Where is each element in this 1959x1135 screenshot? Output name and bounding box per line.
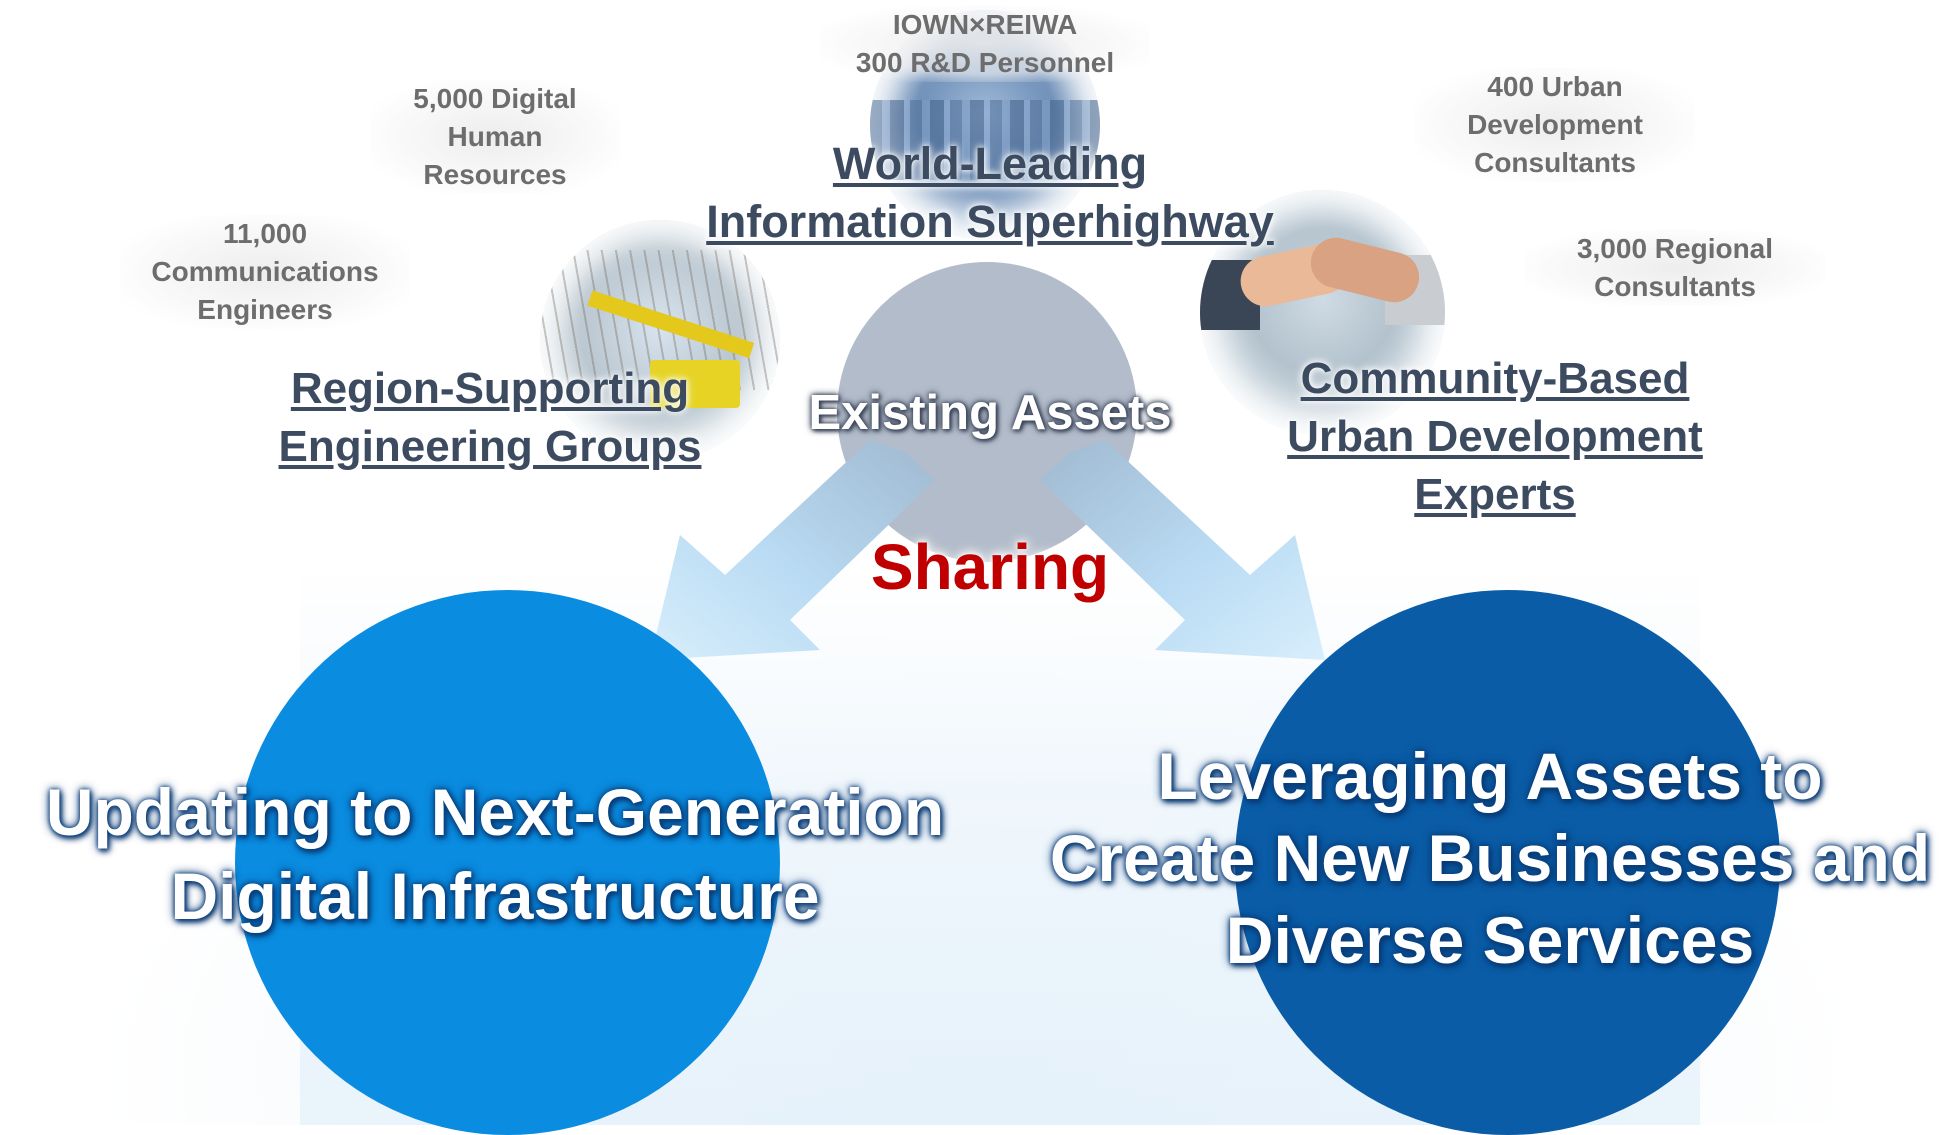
left-detail-2-line-2: Communications (151, 256, 379, 287)
left-detail-digital-human: 5,000 Digital Human Resources (370, 80, 620, 194)
outcome-right-line-2: Create New Businesses and (1049, 821, 1931, 895)
right-detail-urban-consultants: 400 Urban Development Consultants (1415, 68, 1695, 182)
next-gen-infrastructure-circle (235, 590, 780, 1135)
left-detail-1-line-3: Resources (423, 159, 567, 190)
left-arrow (650, 440, 935, 660)
left-detail-2-line-3: Engineers (197, 294, 333, 325)
right-detail-2-line-1: 3,000 Regional (1576, 233, 1774, 264)
new-businesses-circle (1235, 590, 1780, 1135)
right-detail-2-line-2: Consultants (1594, 271, 1756, 302)
left-heading: Region-Supporting Engineering Groups (240, 360, 740, 476)
handshake-photo (1200, 190, 1445, 435)
right-detail-1-line-1: 400 Urban (1487, 71, 1623, 102)
left-detail-engineers: 11,000 Communications Engineers (120, 215, 410, 329)
right-heading-line-3: Experts (1414, 470, 1576, 519)
outcome-left-text: Updating to Next-Generation Digital Infr… (10, 770, 980, 938)
right-arrow (1040, 440, 1325, 660)
left-detail-2-line-1: 11,000 (222, 218, 308, 249)
right-detail-1-line-2: Development (1467, 109, 1643, 140)
outcome-left-line-2: Digital Infrastructure (170, 859, 820, 933)
existing-assets-label: Existing Assets (808, 386, 1172, 440)
top-detail-line-1: IOWN×REIWA (892, 9, 1078, 40)
top-detail: IOWN×REIWA 300 R&D Personnel (820, 6, 1150, 82)
right-detail-1-line-3: Consultants (1474, 147, 1636, 178)
right-detail-regional-consultants: 3,000 Regional Consultants (1525, 230, 1825, 306)
sharing-label: Sharing (870, 531, 1110, 603)
top-heading-line-2: Information Superhighway (706, 196, 1274, 247)
outcome-right-line-3: Diverse Services (1225, 903, 1755, 977)
outcome-left-line-1: Updating to Next-Generation (45, 775, 945, 849)
left-heading-line-2: Engineering Groups (278, 422, 702, 471)
left-detail-1-line-1: 5,000 Digital (413, 83, 577, 114)
outcome-right-text: Leveraging Assets to Create New Business… (1010, 735, 1959, 981)
left-heading-line-1: Region-Supporting (290, 364, 690, 413)
right-heading-line-2: Urban Development (1287, 412, 1703, 461)
top-heading: World-Leading Information Superhighway (640, 135, 1340, 251)
top-detail-line-2: 300 R&D Personnel (855, 47, 1115, 78)
outcome-right-line-1: Leveraging Assets to (1157, 739, 1823, 813)
top-heading-line-1: World-Leading (832, 138, 1148, 189)
left-detail-1-line-2: Human (447, 121, 543, 152)
crane-truck-photo (540, 220, 780, 460)
right-heading-line-1: Community-Based (1300, 354, 1690, 403)
right-heading: Community-Based Urban Development Expert… (1240, 350, 1750, 524)
